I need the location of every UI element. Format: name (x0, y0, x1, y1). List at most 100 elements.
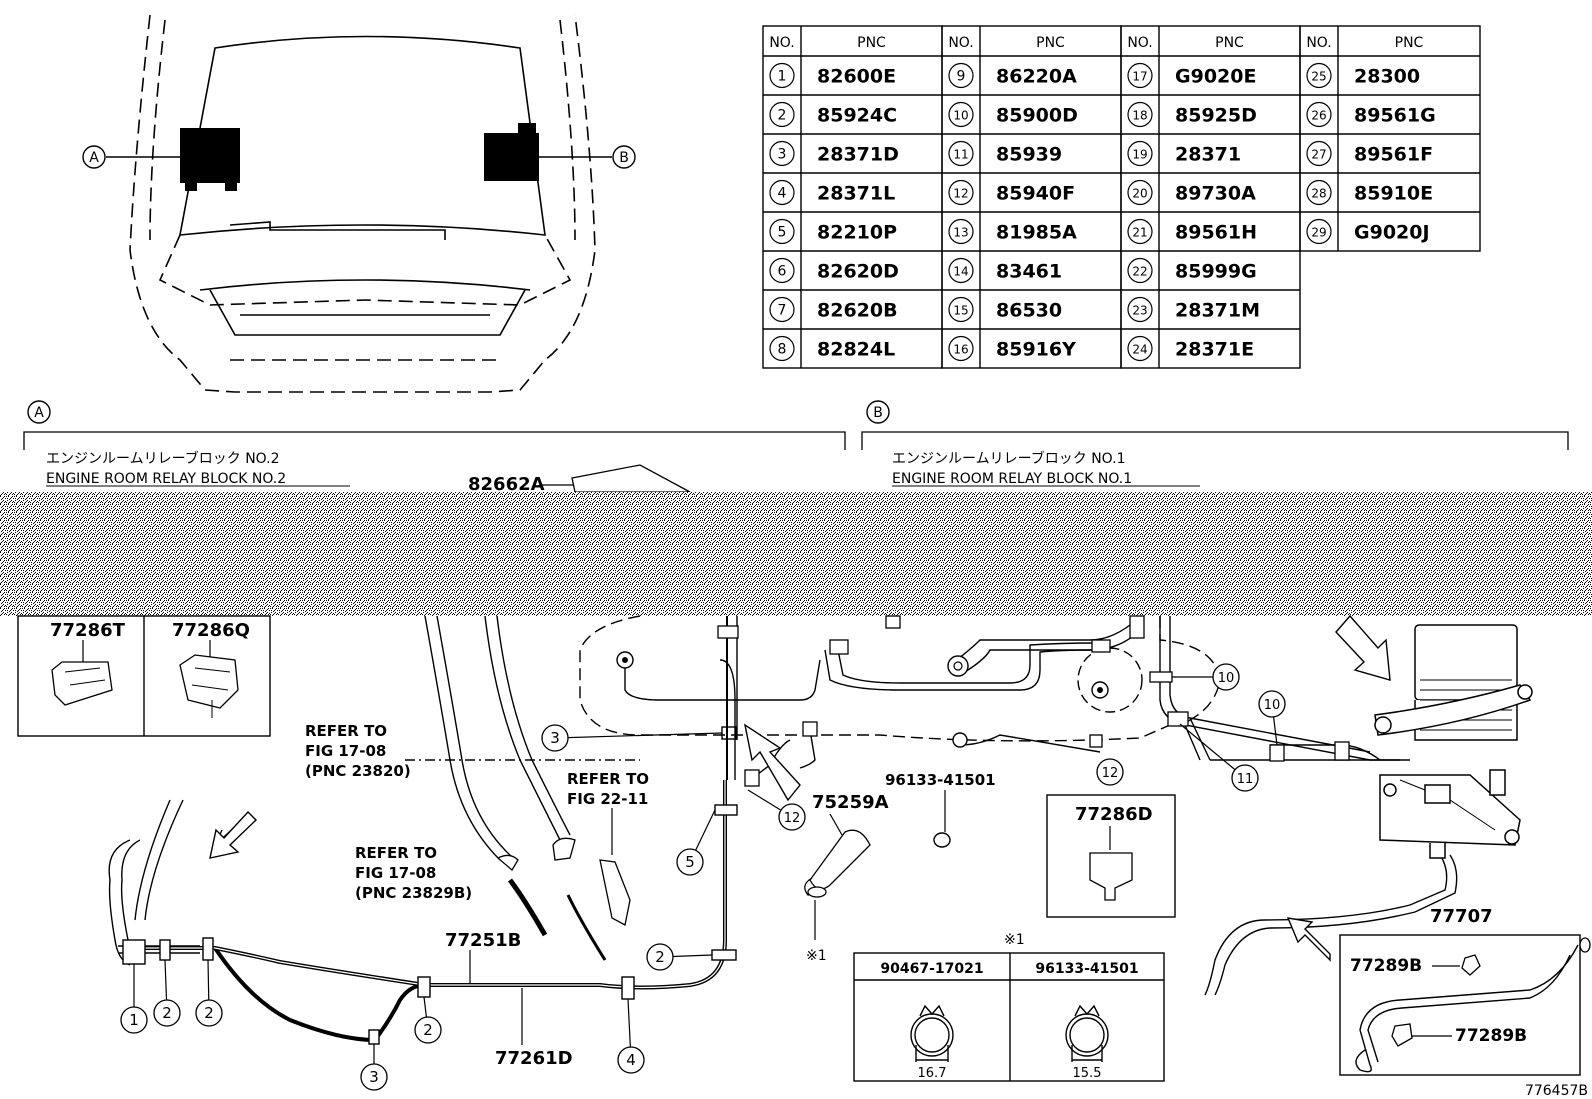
table-row-pnc: 85925D (1175, 105, 1257, 127)
hose-75259A (809, 829, 871, 890)
table-row-bubble (769, 179, 795, 206)
part-77286T-label: 77286T (50, 620, 126, 641)
callout-bubble (676, 848, 704, 876)
svg-text:REFER TO: REFER TO (305, 722, 387, 740)
callout-bubble (646, 943, 674, 971)
table-row-pnc: 28300 (1354, 66, 1420, 88)
table-row-no: 29 (1311, 226, 1326, 240)
table-row-bubble (1306, 62, 1332, 89)
noise-band (0, 492, 1592, 616)
section-a-bracket (23, 431, 846, 450)
callout-bubble (120, 1006, 148, 1034)
part-75259A-label: 75259A (812, 792, 889, 813)
table-row-pnc: 85916Y (996, 339, 1076, 361)
harness-77251B (145, 780, 727, 1043)
callout-bubble (195, 999, 223, 1027)
part-77707-label: 77707 (1430, 906, 1493, 927)
table-row-no: 4 (778, 186, 787, 202)
section-a-marker (27, 400, 51, 424)
table-row-pnc: 82824L (817, 339, 895, 361)
table-row-pnc: 89730A (1175, 183, 1256, 205)
clip-box-b (1046, 794, 1176, 918)
table-row-bubble (948, 140, 974, 167)
table-row-bubble (769, 257, 795, 284)
callout-bubble (617, 1046, 645, 1074)
table-row-bubble (1127, 140, 1153, 167)
table-row-no: 25 (1311, 70, 1326, 84)
table-row-pnc: G9020E (1175, 66, 1256, 88)
table-row-pnc: 86530 (996, 300, 1062, 322)
refer-group-1: REFER TO FIG 17-08 (PNC 23820) (305, 722, 411, 780)
callout-bubble-label: 10 (1218, 671, 1235, 686)
arrow-down-right (1335, 614, 1391, 681)
table-row-pnc: 82600E (817, 66, 896, 88)
callout-bubble (541, 724, 569, 752)
table-header-pnc: PNC (1215, 35, 1244, 51)
callout-b-circle (612, 145, 636, 169)
table-row-no: 12 (953, 187, 968, 201)
bundle-clamps (122, 726, 738, 1045)
table-header-pnc: PNC (857, 35, 886, 51)
table-header-no: NO. (948, 35, 973, 51)
table-row-no: 17 (1132, 70, 1147, 84)
table-row-bubble (1306, 179, 1332, 206)
callout-bubble-label: 10 (1264, 698, 1281, 713)
note-col1-header: 90467-17021 (880, 961, 983, 977)
note-mark-1: ※1 (806, 948, 827, 964)
table-row-pnc: 89561G (1354, 105, 1436, 127)
table-row-pnc: G9020J (1354, 222, 1430, 244)
table-row-no: 2 (778, 108, 787, 124)
table-header-pnc: PNC (1036, 35, 1065, 51)
table-row-no: 5 (778, 225, 787, 241)
clamp-96133-41501 (933, 832, 951, 848)
table-row-no: 28 (1311, 187, 1326, 201)
table-row-bubble (948, 218, 974, 245)
callout-bubble-label: 2 (423, 1021, 433, 1039)
svg-text:(PNC 23829B): (PNC 23829B) (355, 884, 472, 902)
table-row-pnc: 28371E (1175, 339, 1254, 361)
callout-bubble (414, 1016, 442, 1044)
table-row-bubble (1127, 218, 1153, 245)
table-row-no: 20 (1132, 187, 1147, 201)
table-row-no: 15 (953, 304, 968, 318)
clip-77286Q (179, 654, 239, 709)
table-row-no: 14 (953, 265, 968, 279)
table-row-pnc: 85999G (1175, 261, 1257, 283)
table-row-pnc: 28371D (817, 144, 899, 166)
table-row-bubble (948, 335, 974, 362)
svg-text:REFER TO: REFER TO (355, 844, 437, 862)
table-row-pnc: 85900D (996, 105, 1078, 127)
section-a-marker-label: A (34, 405, 44, 421)
table-row-no: 27 (1311, 148, 1326, 162)
callout-bubble-label: 3 (369, 1068, 379, 1086)
refer-group-2: REFER TO FIG 22-11 (567, 770, 649, 808)
svg-text:REFER TO: REFER TO (567, 770, 649, 788)
clip-box-77707 (1339, 934, 1581, 1076)
part-77289B-label-2: 77289B (1455, 1026, 1527, 1046)
table-row-no: 13 (953, 226, 968, 240)
note-table (853, 952, 1165, 1082)
table-row-pnc: 85939 (996, 144, 1062, 166)
callout-bubble-label: 2 (655, 948, 665, 966)
table-row-pnc: 85924C (817, 105, 897, 127)
part-96133-41501-label: 96133-41501 (885, 771, 996, 789)
callout-bubble (1258, 690, 1286, 718)
table-row-pnc: 82620B (817, 300, 898, 322)
section-b-bracket (861, 431, 1569, 450)
table-row-bubble (769, 335, 795, 362)
part-77286D-label: 77286D (1075, 804, 1153, 825)
table-row-pnc: 86220A (996, 66, 1077, 88)
clamp-ring-1 (910, 1004, 954, 1062)
table-row-pnc: 28371 (1175, 144, 1241, 166)
callout-bubble-label: 11 (1237, 772, 1254, 787)
table-header-no: NO. (769, 35, 794, 51)
table-row-bubble (948, 101, 974, 128)
table-row-pnc: 89561H (1175, 222, 1257, 244)
table-row-bubble (1127, 335, 1153, 362)
table-row-no: 3 (778, 147, 787, 163)
part-77261D-label: 77261D (495, 1048, 573, 1069)
table-row-bubble (1127, 257, 1153, 284)
callout-bubble-label: 2 (162, 1004, 172, 1022)
